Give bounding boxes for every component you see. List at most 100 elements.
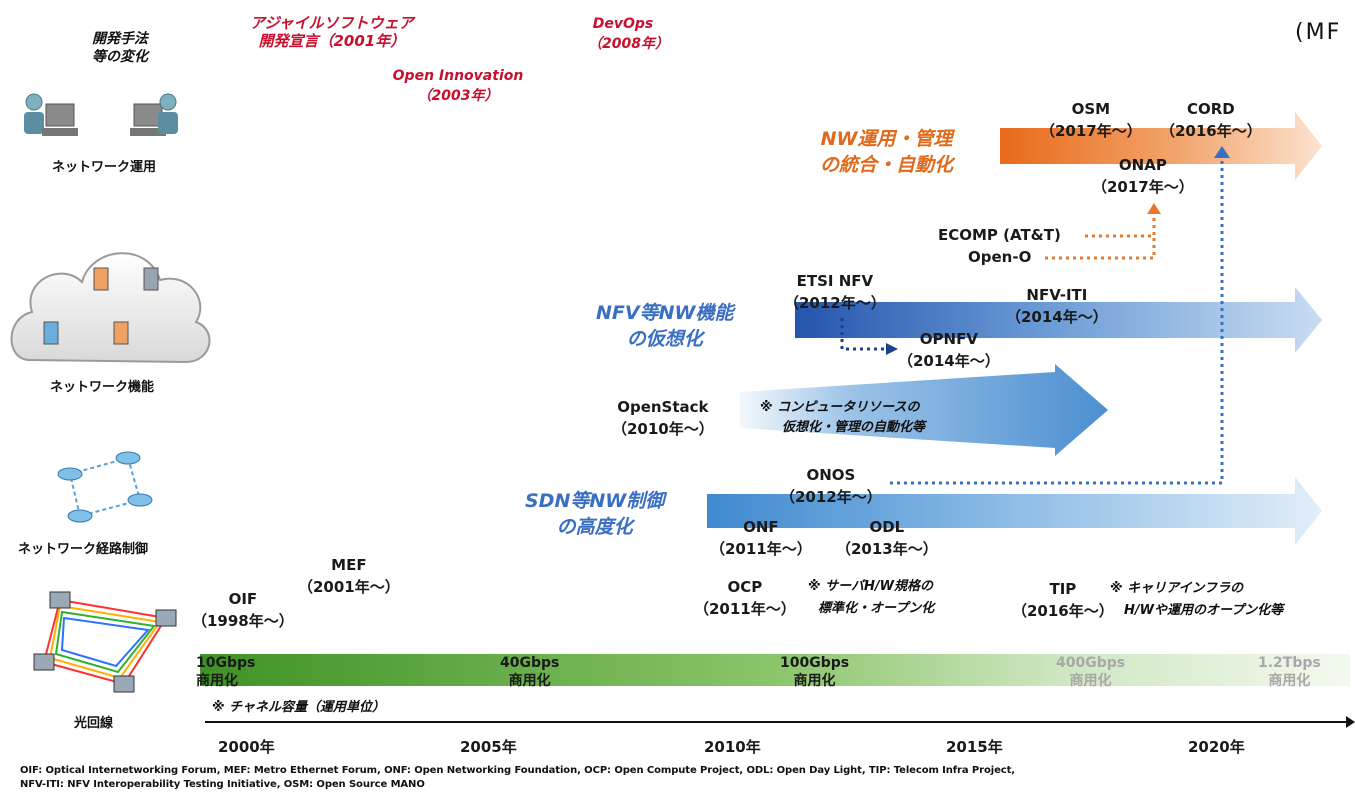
year-tick: 2010年	[704, 738, 761, 756]
item-name: OSM	[1071, 100, 1111, 118]
layer-label-ops: ネットワーク運用	[52, 160, 157, 175]
year-tick: 2015年	[946, 738, 1003, 756]
item-tip: TIP （2016年～）	[1012, 578, 1114, 622]
item-year: （2017年～）	[1040, 122, 1142, 140]
item-oif: OIF （1998年～）	[192, 588, 294, 632]
item-year: （2016年～）	[1012, 602, 1114, 620]
footnote: OIF: Optical Internetworking Forum, MEF:…	[20, 764, 1015, 792]
onos-to-cord-connector	[890, 158, 1224, 485]
capacity-rate: 10Gbps	[196, 655, 256, 671]
capacity-label: 商用化	[1069, 673, 1112, 689]
item-name: ONF	[743, 518, 779, 536]
item-year: （2014年～）	[898, 352, 1000, 370]
item-onap: ONAP （2017年～）	[1092, 154, 1194, 198]
sdn-arrow	[707, 477, 1322, 545]
item-name: ONOS	[806, 466, 856, 484]
category-ops-automation: NW運用・管理 の統合・自動化	[820, 126, 953, 178]
devops-line: （2008年）	[588, 36, 669, 52]
server-icon	[43, 267, 159, 345]
item-year: （2001年～）	[298, 578, 400, 596]
capacity-milestone: 100Gbps 商用化	[780, 654, 849, 690]
devops-label: DevOps （2008年）	[588, 14, 669, 54]
agile-line: アジャイルソフトウェア	[250, 14, 414, 32]
cloud-icon	[10, 252, 211, 364]
method-change-line: 開発手法	[92, 31, 148, 47]
footnote-line: OIF: Optical Internetworking Forum, MEF:…	[20, 765, 1015, 776]
timeline-arrowhead	[1346, 716, 1355, 728]
capacity-milestone: 40Gbps 商用化	[500, 654, 559, 690]
item-etsi-nfv: ETSI NFV （2012年～）	[784, 270, 886, 314]
item-name: ETSI NFV	[796, 272, 874, 290]
ocp-note: ※ サーバH/W規格の 標準化・オープン化	[808, 576, 934, 620]
category-nfv: NFV等NW機能 の仮想化	[596, 300, 733, 352]
capacity-rate: 40Gbps	[500, 655, 560, 671]
agile-line: 開発宣言（2001年）	[258, 32, 406, 50]
category-line: SDN等NW制御	[525, 490, 665, 512]
item-year: （2014年～）	[1006, 308, 1108, 326]
item-mef: MEF （2001年～）	[298, 554, 400, 598]
item-opnfv: OPNFV （2014年～）	[898, 328, 1000, 372]
agile-manifesto-label: アジャイルソフトウェア 開発宣言（2001年）	[250, 14, 414, 50]
open-innovation-line: Open Innovation	[392, 68, 524, 84]
opnfv-arrowhead	[886, 343, 898, 355]
year-tick: 2020年	[1188, 738, 1245, 756]
router-network-icon	[57, 451, 153, 523]
category-line: の仮想化	[626, 328, 703, 350]
item-name: TIP	[1049, 580, 1077, 598]
item-name: NFV-ITI	[1026, 286, 1088, 304]
onap-arrowhead	[1147, 203, 1161, 214]
item-ocp: OCP （2011年～）	[694, 576, 796, 620]
capacity-milestone: 1.2Tbps 商用化	[1258, 654, 1321, 690]
openo-connector	[1045, 236, 1156, 260]
category-line: の高度化	[556, 516, 633, 538]
capacity-milestone: 400Gbps 商用化	[1056, 654, 1125, 690]
item-onf: ONF （2011年～）	[710, 516, 812, 560]
ops-automation-arrow	[1000, 112, 1322, 180]
capacity-note: ※ チャネル容量（運用単位）	[212, 700, 386, 715]
category-line: NFV等NW機能	[596, 302, 734, 324]
layer-label-functions: ネットワーク機能	[50, 380, 155, 395]
item-name: OCP	[727, 578, 763, 596]
capacity-rate: 400Gbps	[1056, 655, 1126, 671]
item-year: （2017年～）	[1092, 178, 1194, 196]
item-year: （2016年～）	[1160, 122, 1262, 140]
operator-icon	[130, 93, 178, 136]
nfv-arrow	[795, 287, 1322, 353]
item-year: （2011年～）	[694, 600, 796, 618]
operator-icon	[24, 93, 78, 136]
category-line: の統合・自動化	[820, 154, 954, 176]
note-line: 標準化・オープン化	[818, 601, 935, 616]
item-odl: ODL （2013年～）	[836, 516, 938, 560]
item-year: （1998年～）	[192, 612, 294, 630]
capacity-label: 商用化	[196, 673, 238, 689]
item-cord: CORD （2016年～）	[1160, 98, 1262, 142]
item-year: （2011年～）	[710, 540, 812, 558]
layer-label-optical: 光回線	[74, 716, 114, 731]
year-tick: 2005年	[460, 738, 517, 756]
item-year: （2012年～）	[784, 294, 886, 312]
cord-arrowhead	[1214, 146, 1230, 158]
item-name: OpenStack	[617, 398, 709, 416]
capacity-label: 商用化	[508, 673, 551, 689]
openstack-note: ※ コンピュータリソースの 仮想化・管理の自動化等	[760, 398, 925, 438]
item-openo: Open-O	[968, 248, 1032, 266]
item-name: OIF	[228, 590, 258, 608]
open-innovation-label: Open Innovation （2003年）	[388, 66, 528, 106]
item-openstack: OpenStack （2010年～）	[612, 396, 714, 440]
method-change-heading: 開発手法 等の変化	[92, 30, 148, 66]
method-change-line: 等の変化	[92, 49, 148, 65]
open-innovation-line: （2003年）	[417, 88, 499, 104]
optical-ring-icon	[33, 591, 177, 693]
item-year: （2012年～）	[780, 488, 882, 506]
etsi-to-opnfv-connector	[840, 318, 886, 351]
tip-note: ※ キャリアインフラの H/Wや運用のオープン化等	[1110, 578, 1283, 622]
item-name: MEF	[331, 556, 367, 574]
item-year: （2010年～）	[612, 420, 714, 438]
capacity-milestone: 10Gbps 商用化	[196, 654, 255, 690]
note-line: ※ サーバH/W規格の	[808, 579, 934, 594]
item-name: OPNFV	[919, 330, 978, 348]
category-line: NW運用・管理	[820, 128, 953, 150]
corner-label: (MF	[1295, 20, 1342, 45]
capacity-label: 商用化	[793, 673, 836, 689]
layer-label-routing: ネットワーク経路制御	[18, 542, 149, 557]
